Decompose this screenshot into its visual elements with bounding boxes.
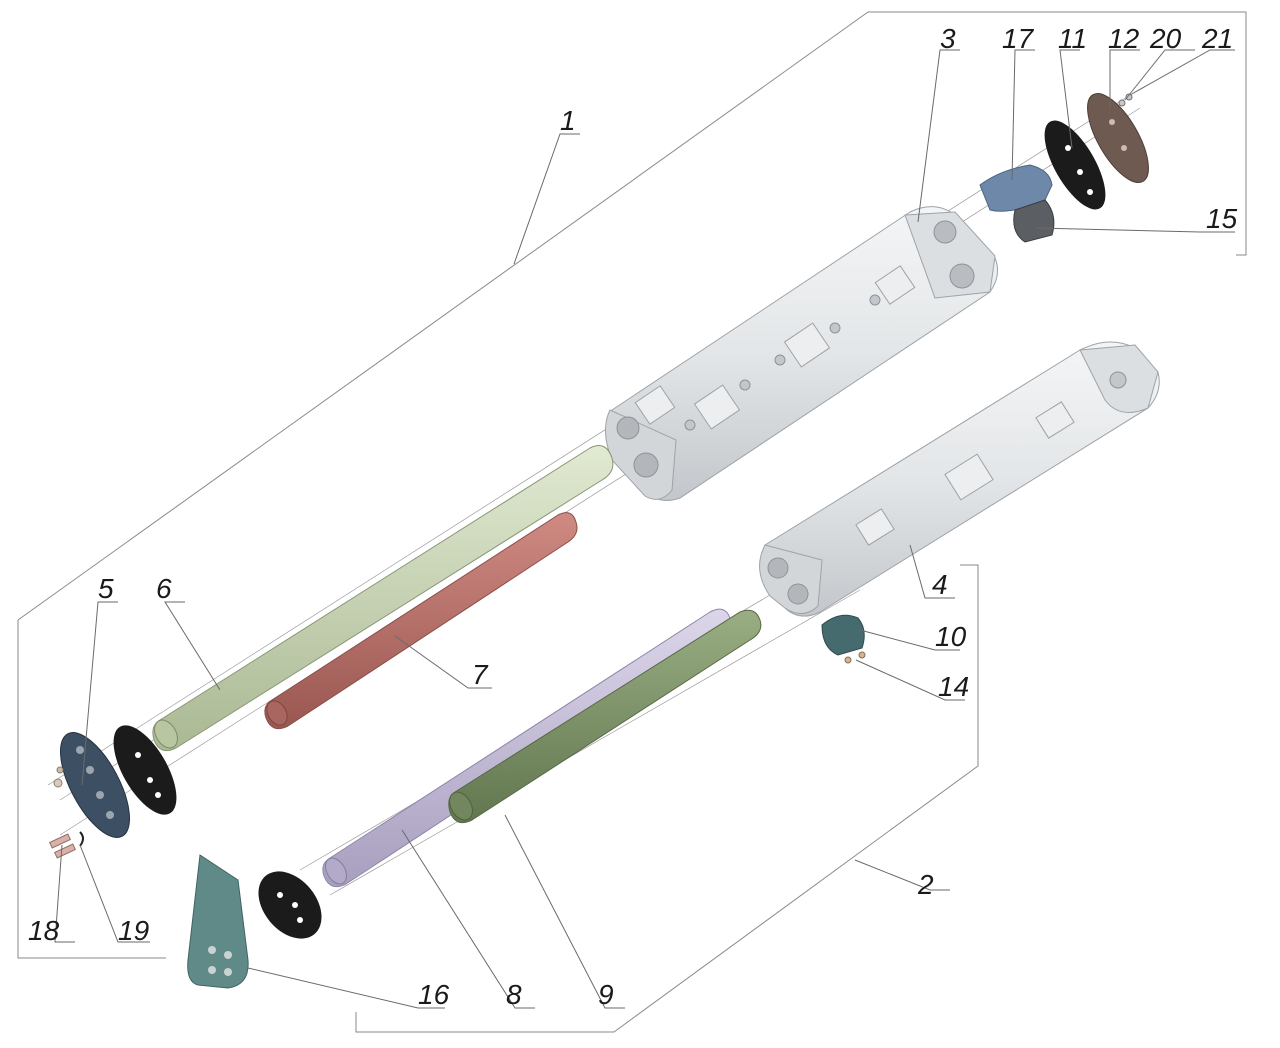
assembly-1-frame — [17, 11, 1247, 621]
gasket-part-11 — [1044, 120, 1106, 210]
nuts-part-20-21 — [1118, 93, 1133, 107]
end-plate-part-12 — [1087, 93, 1149, 183]
cap-part-10 — [821, 614, 865, 656]
bushing-part-15 — [1013, 199, 1055, 243]
lower-housing-part-4 — [759, 341, 1160, 617]
callout-16: 16 — [418, 979, 450, 1010]
gasket-left — [113, 725, 177, 815]
gasket-bracket — [258, 871, 322, 939]
cap-part-17 — [979, 164, 1053, 212]
callout-6: 6 — [156, 573, 172, 604]
callout-19: 19 — [118, 915, 149, 946]
callout-1: 1 — [560, 105, 576, 136]
callout-9: 9 — [598, 979, 614, 1010]
end-plate-part-5 — [59, 732, 131, 838]
callout-15: 15 — [1206, 203, 1238, 234]
callout-7: 7 — [472, 659, 489, 690]
callout-8: 8 — [506, 979, 522, 1010]
screws-part-14 — [844, 651, 866, 664]
callout-4: 4 — [932, 569, 948, 600]
callout-11: 11 — [1058, 23, 1087, 54]
tube-part-6 — [152, 445, 614, 752]
bracket-plate-part-16 — [187, 854, 249, 989]
upper-housing-part-3 — [605, 206, 999, 501]
leader-lines — [54, 49, 1235, 1009]
tube-part-9 — [448, 609, 762, 824]
callout-17: 17 — [1002, 23, 1035, 54]
callout-14: 14 — [938, 671, 969, 702]
assembly-1-frame-lower — [17, 620, 166, 959]
fasteners-part-18-19 — [49, 766, 84, 859]
callout-10: 10 — [935, 621, 967, 652]
callout-21: 21 — [1201, 23, 1233, 54]
callout-20: 20 — [1149, 23, 1182, 54]
callout-12: 12 — [1108, 23, 1140, 54]
callout-5: 5 — [98, 573, 114, 604]
callout-2: 2 — [917, 869, 934, 900]
callout-18: 18 — [28, 915, 60, 946]
callout-3: 3 — [940, 23, 956, 54]
tube-part-7 — [264, 512, 578, 730]
assembly-2-frame — [355, 564, 979, 1033]
